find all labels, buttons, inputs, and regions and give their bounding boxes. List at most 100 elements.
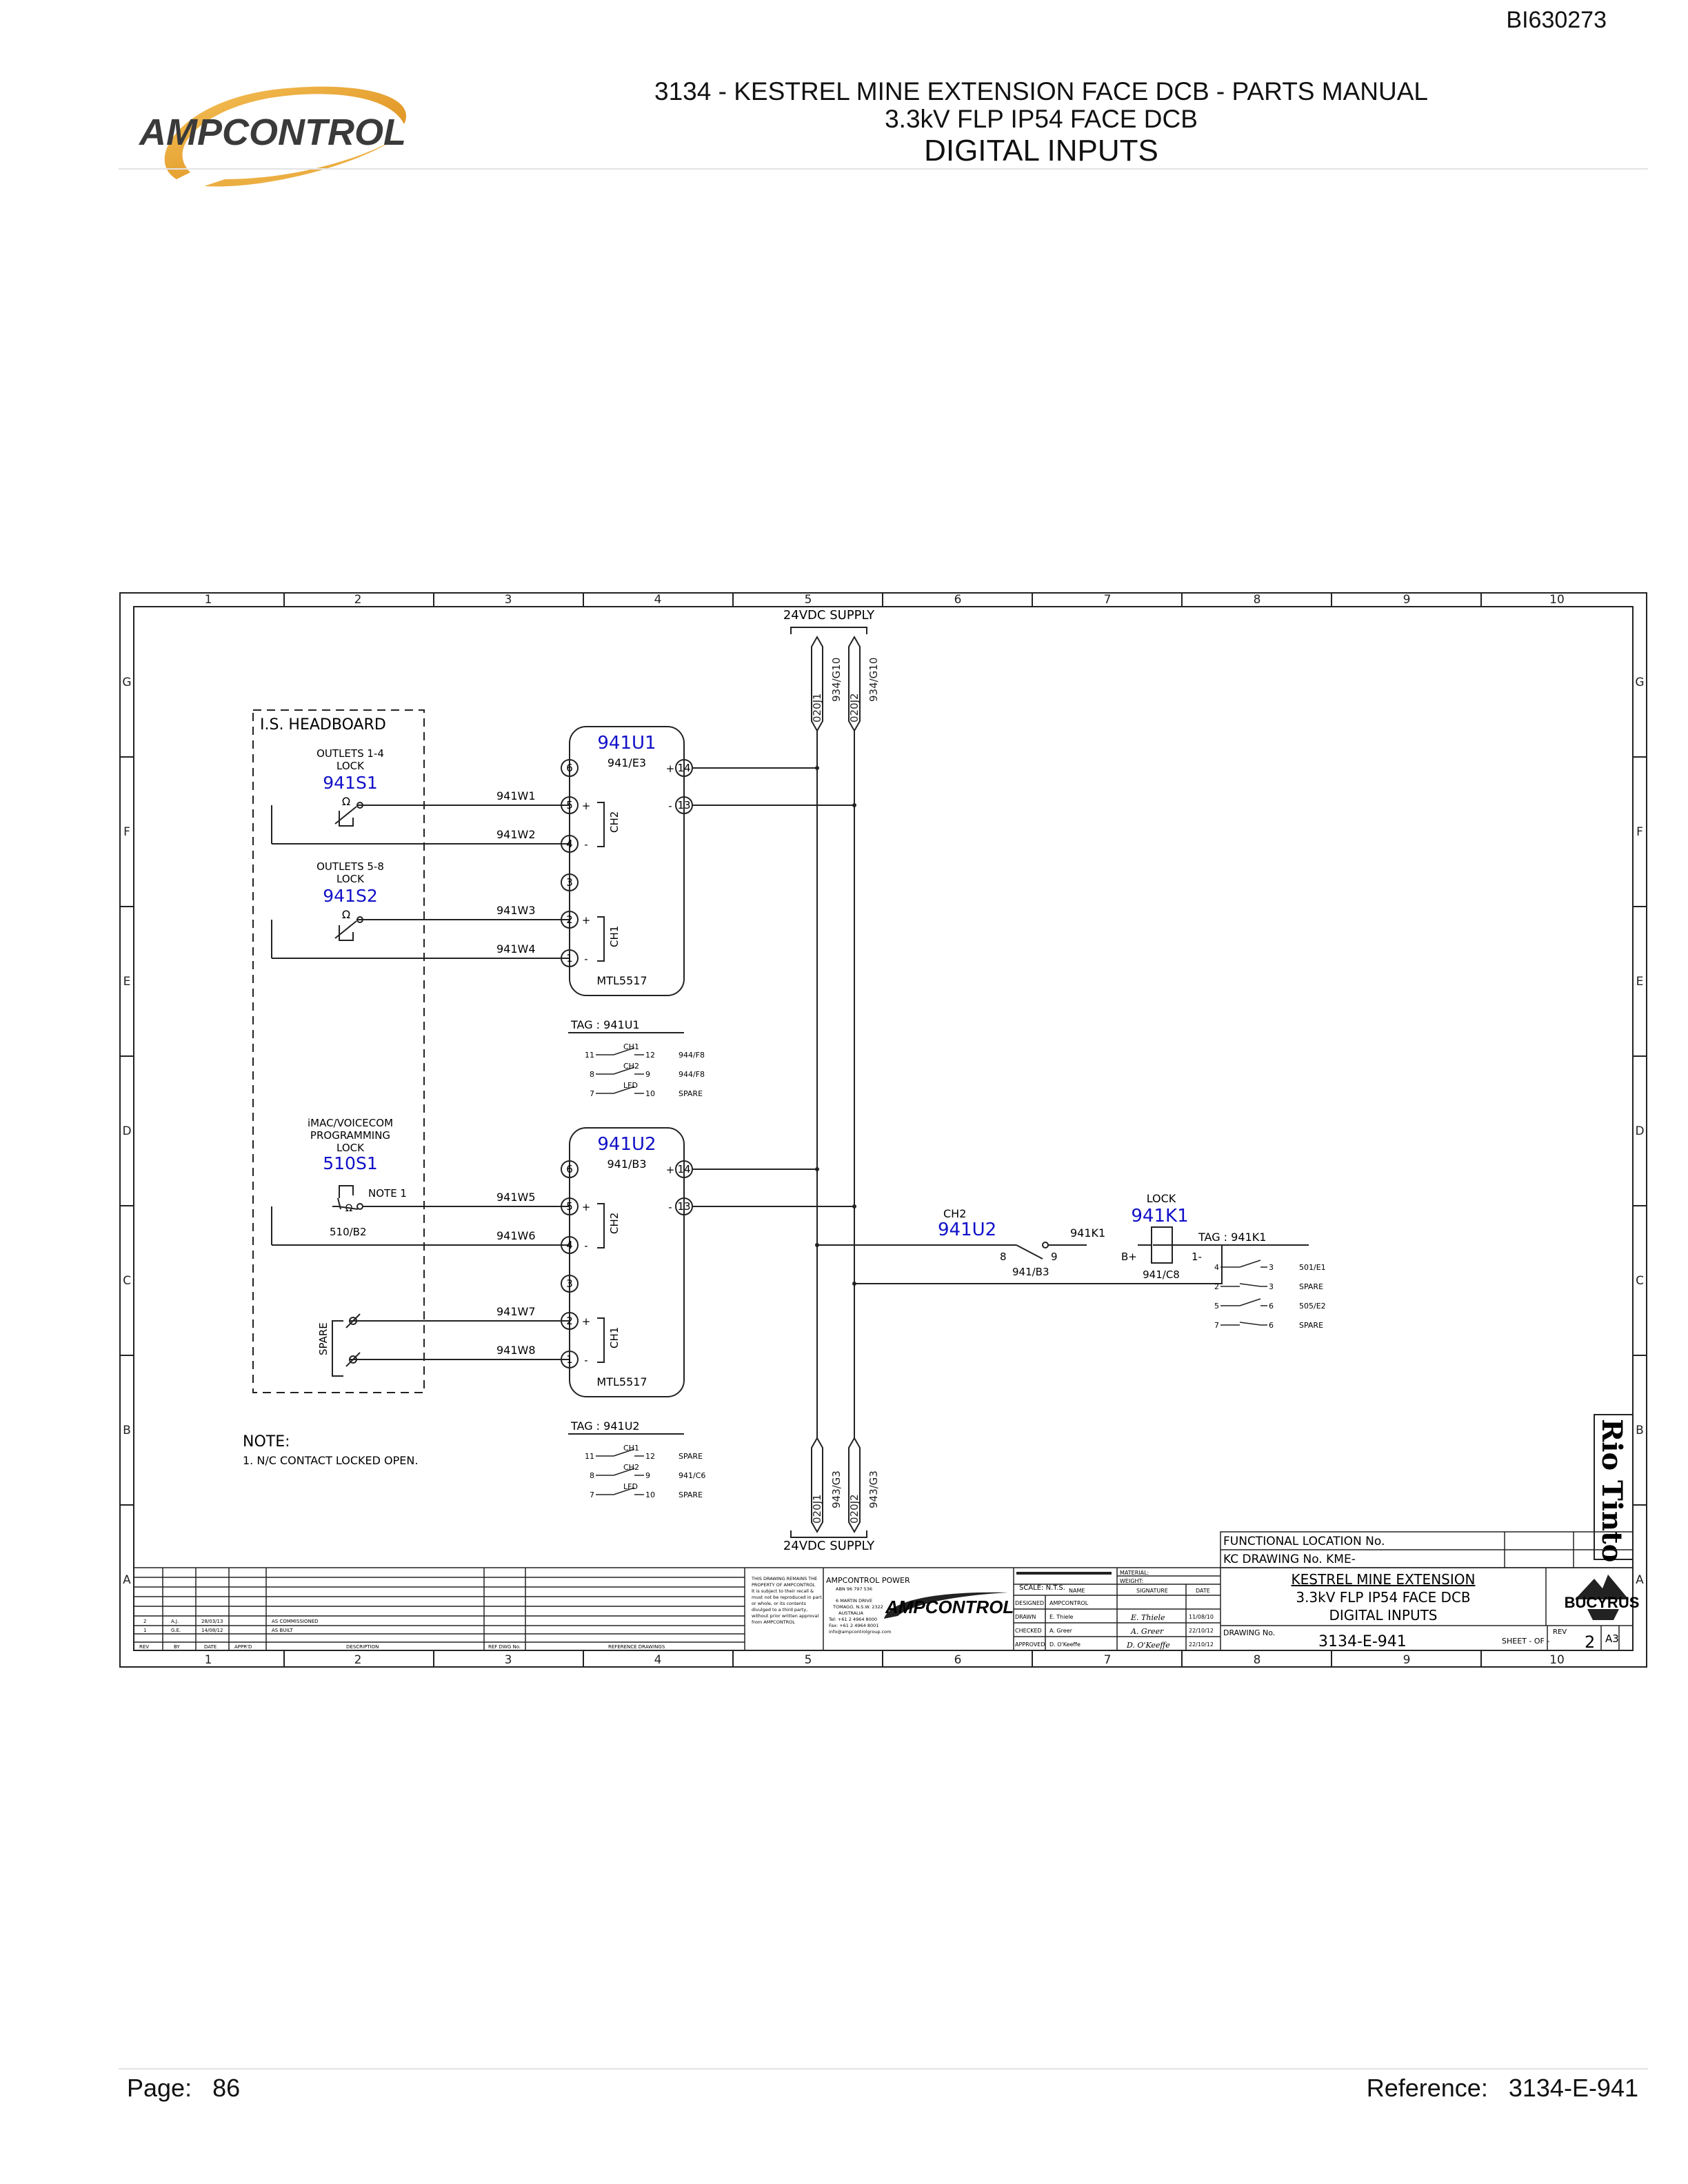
sign-date: 22/10/12	[1189, 1628, 1214, 1634]
wire-label: 941W1	[496, 789, 536, 802]
tag-row-term: 11	[585, 1051, 594, 1060]
title-block-lines	[134, 1531, 1634, 1650]
polarity-minus: -	[584, 1354, 587, 1366]
tag-row-term: 6	[1269, 1302, 1274, 1311]
property-note: or whole, or its contents	[752, 1601, 806, 1606]
page-indicator: Page: 86	[127, 2074, 240, 2103]
module-ref: 941/E3	[607, 756, 646, 769]
sign-date: 22/10/12	[1189, 1641, 1214, 1648]
terminal-number: 1	[566, 952, 573, 964]
company-address: AUSTRALIA	[838, 1610, 864, 1616]
wire-label: 941W3	[496, 904, 536, 917]
tag-row-term: 3	[1269, 1263, 1274, 1272]
weight-label: WEIGHT:	[1120, 1578, 1143, 1584]
tag-row-channel: CH2	[623, 1463, 639, 1472]
ampcontrol-logo: AMPCONTROL	[138, 86, 407, 187]
col-label: 9	[1403, 593, 1411, 607]
row-label: A	[123, 1573, 131, 1587]
polarity-minus: -	[668, 800, 672, 812]
person-name: AMPCONTROL	[1049, 1600, 1089, 1606]
relay-term: B+	[1121, 1251, 1137, 1263]
wire-label: 941W7	[496, 1305, 536, 1318]
page-label: Page:	[127, 2074, 192, 2102]
tag-row-term: 9	[645, 1471, 650, 1480]
tag-row-destination: 505/E2	[1299, 1302, 1326, 1311]
sheet-size: A3	[1605, 1632, 1619, 1645]
rio-tinto-box	[1594, 1414, 1634, 1560]
switch-description: LOCK	[336, 1142, 365, 1154]
switch-tag-941S2: 941S2	[323, 886, 378, 906]
switch-description: PROGRAMMING	[310, 1129, 390, 1142]
switch-description: LOCK	[336, 760, 365, 772]
col-label: 2	[354, 593, 362, 607]
module-941U2-body	[561, 1127, 854, 1397]
tag-row-term: 12	[645, 1452, 655, 1461]
company-address: Fax: +61 2 4964 8001	[829, 1623, 878, 1628]
tag-table-title: TAG : 941U1	[570, 1018, 640, 1031]
polarity-minus: -	[668, 1201, 672, 1213]
bucyrus-base-icon	[1587, 1609, 1619, 1620]
bucyrus-text: BUCYRUS	[1565, 1594, 1640, 1611]
signature: A. Greer	[1130, 1627, 1164, 1636]
rev-header: BY	[174, 1644, 180, 1650]
tag-row-destination: SPARE	[679, 1089, 703, 1098]
col-label: 5	[805, 1653, 812, 1667]
module-tag-941U2: 941U2	[597, 1134, 656, 1155]
row-label: F	[1636, 825, 1643, 839]
terminal-number: 3	[566, 876, 573, 889]
spare-label: SPARE	[317, 1322, 330, 1355]
channel-label: CH2	[608, 1213, 621, 1234]
channel-label: CH1	[608, 1327, 621, 1348]
drawing-number: 3134-E-941	[1318, 1633, 1407, 1650]
spare-inputs	[332, 1313, 570, 1377]
reference-label: Reference:	[1366, 2074, 1488, 2102]
company-address: 6 MARTIN DRIVE	[836, 1598, 872, 1604]
tag-row-term: 7	[590, 1490, 594, 1499]
rev-header: DATE	[204, 1644, 217, 1650]
supply-wire-label: 020J2	[848, 693, 861, 722]
polarity-minus: -	[584, 953, 587, 965]
material-label: MATERIAL:	[1120, 1570, 1149, 1576]
note-title: NOTE:	[243, 1433, 290, 1450]
bucyrus-mountain-icon	[1575, 1575, 1629, 1599]
terminal-number: 13	[677, 1200, 690, 1213]
note-item: 1. N/C CONTACT LOCKED OPEN.	[243, 1454, 418, 1467]
col-label: 7	[1104, 1653, 1112, 1667]
schematic-drawing: 1 2 3 4 5 6 7 8 9 10 1 2 3 4 5 6 7 8 9 1…	[119, 592, 1647, 1668]
contact-term: 9	[1051, 1251, 1058, 1263]
company-address: Tel: +61 2 4964 8000	[828, 1617, 877, 1622]
switch-510S1-symbol	[271, 1185, 570, 1246]
property-note: must not be reproduced in part	[752, 1595, 822, 1600]
polarity-minus: -	[584, 838, 587, 851]
company-address: info@ampcontrolgroup.com	[829, 1629, 892, 1635]
contact-tag: 941U2	[938, 1220, 996, 1240]
row-label: E	[1636, 975, 1644, 989]
supply-wire-label: 943/G3	[867, 1470, 880, 1508]
tag-row-destination: 941/C6	[679, 1471, 705, 1480]
rev-number: 1	[143, 1628, 146, 1633]
relay-term: 1-	[1192, 1251, 1202, 1263]
polarity-plus: +	[582, 914, 591, 927]
property-note: PROPERTY OF AMPCONTROL	[752, 1582, 816, 1588]
tag-row-term: 7	[1214, 1321, 1219, 1330]
equipment-title: 3.3kV FLP IP54 FACE DCB	[885, 105, 1198, 133]
terminal-number: 5	[566, 799, 573, 811]
tag-941U1-contacts	[596, 1047, 644, 1094]
relay-ref: 941/C8	[1143, 1268, 1180, 1281]
col-label: 8	[1254, 593, 1261, 607]
rio-tinto-logo: Rio Tinto	[1596, 1419, 1628, 1562]
role-label: DRAWN	[1015, 1614, 1036, 1620]
sign-date: 11/08/10	[1189, 1614, 1214, 1620]
tag-row-term: 7	[590, 1089, 594, 1098]
channel-label: CH2	[608, 811, 621, 833]
terminal-number: 4	[566, 838, 573, 850]
property-note: THIS DRAWING REMAINS THE	[751, 1576, 817, 1581]
supply-wire-label: 020J1	[811, 1494, 823, 1524]
company-address: TOMAGO, N.S.W. 2322	[832, 1604, 883, 1610]
switch-tag-941S1: 941S1	[323, 773, 378, 793]
kc-drawing-label: KC DRAWING No. KME-	[1223, 1553, 1356, 1566]
tag-row-channel: CH2	[623, 1062, 639, 1071]
supply-wire-label: 934/G10	[867, 658, 880, 702]
ampcontrol-mark	[884, 1592, 1008, 1619]
polarity-plus: +	[582, 800, 591, 812]
